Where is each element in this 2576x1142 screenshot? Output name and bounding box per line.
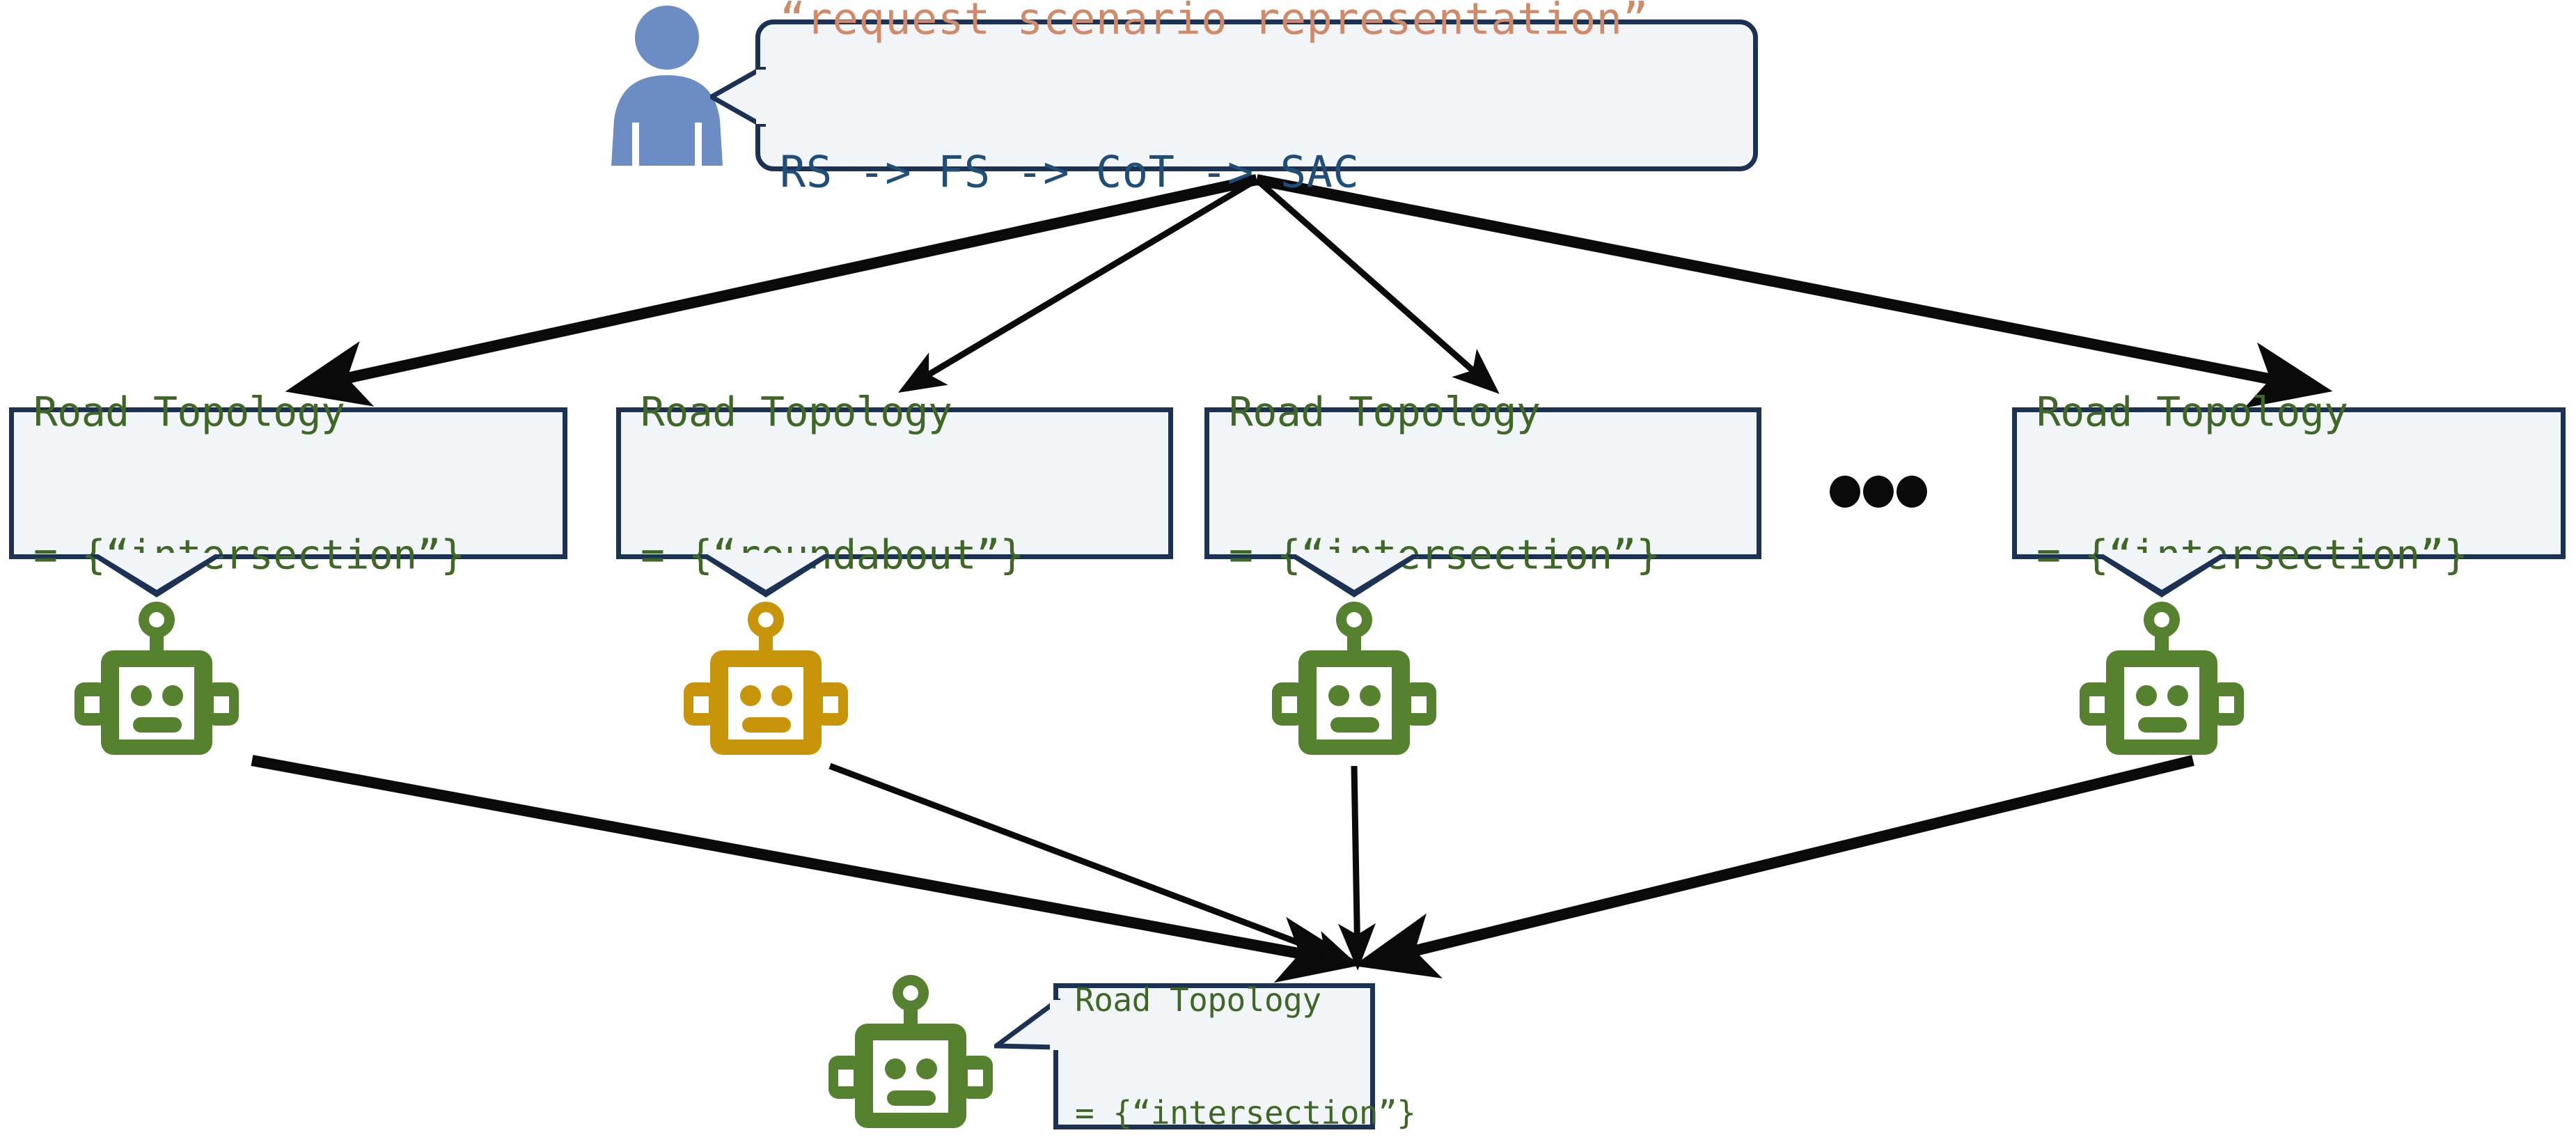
scenario-key-1: Road Topology [33,388,345,436]
scenario-text-2: Road Topology = {“roundabout”} [641,292,1024,674]
person-icon [600,3,734,166]
robot-icon-agent-1 [73,600,240,766]
scenario-box-3-tail [1287,553,1422,599]
aggregated-result-text: Road Topology = {“intersection”} [1075,905,1416,1142]
user-prompt-text: “request scenario representation” RS -> … [780,0,1649,299]
prompt-chain-line: RS -> FS -> CoT -> SAC [780,146,1360,198]
scenario-text-1: Road Topology = {“intersection”} [33,292,465,674]
robot-icon-agent-2 [682,600,849,766]
ellipsis-indicator [1830,472,1927,511]
scenario-box-2-tail [698,553,833,599]
scenario-box-1: Road Topology = {“intersection”} [9,388,567,578]
ellipsis-dot-3 [1896,476,1927,508]
scenario-box-3: Road Topology = {“intersection”} [1204,388,1761,578]
scenario-box-n-tail [2094,553,2229,599]
scenario-text-3: Road Topology = {“intersection”} [1229,292,1660,674]
scenario-text-n: Road Topology = {“intersection”} [2036,292,2468,674]
result-value-line: = {“intersection”} [1075,1094,1416,1132]
scenario-key-3: Road Topology [1229,388,1541,436]
scenario-key-2: Road Topology [641,388,952,436]
scenario-box-1-tail [89,553,224,599]
ellipsis-dot-2 [1863,476,1894,508]
prompt-quote-line: “request scenario representation” [780,0,1649,45]
aggregated-result-bubble-tail [994,999,1060,1050]
result-key-line: Road Topology [1075,980,1321,1019]
robot-icon-aggregated [827,973,994,1139]
robot-icon-agent-n [2078,600,2245,766]
scenario-box-n: Road Topology = {“intersection”} [2012,388,2566,578]
ellipsis-dot-1 [1830,476,1860,508]
robot-icon-agent-3 [1271,600,1438,766]
prompt-bubble-tail [710,67,766,127]
scenario-box-2: Road Topology = {“roundabout”} [616,388,1173,578]
person-icon-svg [611,6,723,166]
user-prompt-bubble: “request scenario representation” RS -> … [755,0,1758,197]
scenario-key-n: Road Topology [2036,388,2348,436]
aggregated-result-bubble: Road Topology = {“intersection”} [1053,980,1416,1132]
